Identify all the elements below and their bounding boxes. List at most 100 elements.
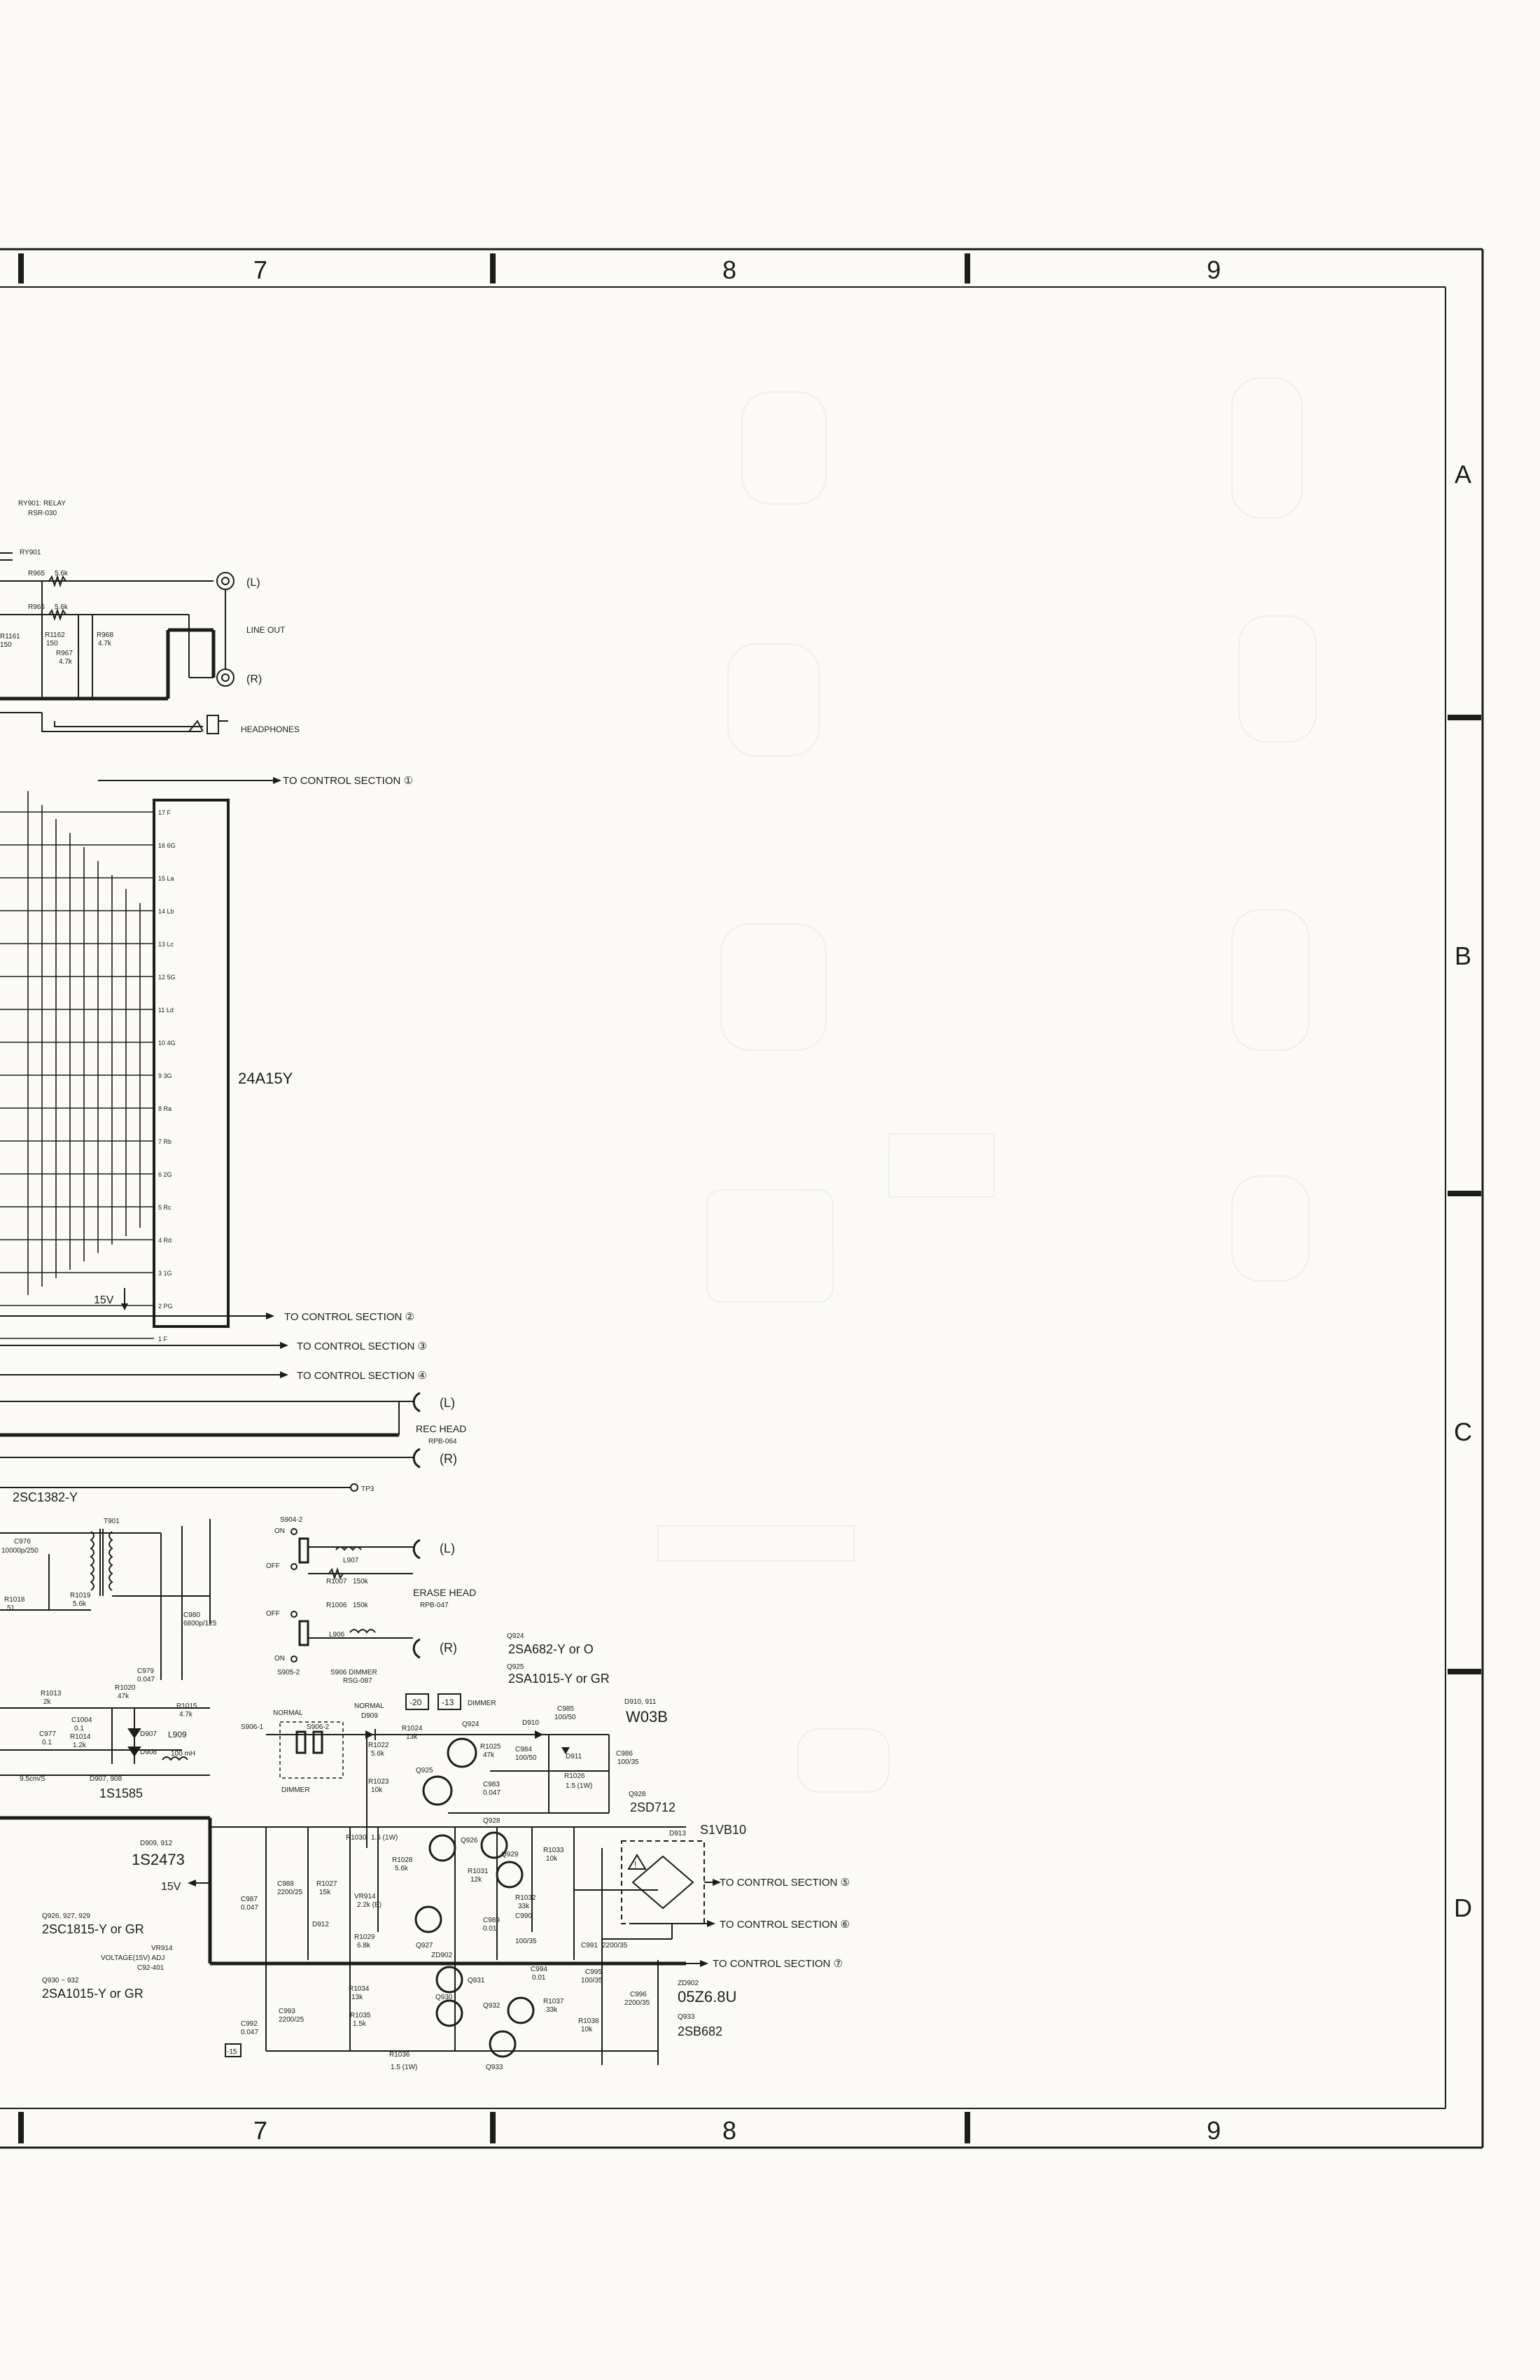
headphones-label: HEADPHONES <box>241 724 300 734</box>
r1030-label: R1030 <box>346 1834 367 1842</box>
q925-symbol <box>422 1775 453 1806</box>
c979-label: C979 <box>137 1667 154 1675</box>
dimmer-diode-label: D909 <box>361 1712 378 1720</box>
r1020-value: 47k <box>118 1693 130 1700</box>
column-label-9-bottom: 9 <box>1207 2116 1221 2145</box>
dimmer-box-label: DIMMER <box>281 1786 310 1794</box>
r1006-label: R1006 <box>326 1602 347 1609</box>
relay-ref: RY901 <box>20 549 41 556</box>
tape-speed-label: 9.5cm/S <box>20 1775 46 1783</box>
r1014-label: R1014 <box>70 1733 91 1741</box>
r965-value: 5.6k <box>55 570 69 578</box>
c991-value: 2200/35 <box>602 1942 628 1949</box>
c994-value: 0.01 <box>532 1974 546 1982</box>
column-labels: 7 8 9 7 8 9 <box>253 255 1221 2145</box>
r1034-label: R1034 <box>349 1985 370 1993</box>
r1038-label: R1038 <box>578 2017 599 2025</box>
reverse-page-ghost <box>657 377 1317 1793</box>
row-ticks <box>1448 715 1481 1674</box>
display-bus-wires <box>27 791 141 1295</box>
r1029-label: R1029 <box>354 1933 375 1941</box>
q928-symbol <box>480 1831 508 1859</box>
q933-symbol <box>489 2030 517 2058</box>
s905-on: ON <box>274 1655 285 1662</box>
q924-part: 2SA682-Y or O <box>508 1642 594 1656</box>
q927-symbol <box>414 1905 442 1933</box>
q926-part: 2SC1815-Y or GR <box>42 1922 144 1936</box>
bias-oscillator: TP3 2SC1382-Y T901 C976 10000p/250 R1018… <box>0 1483 374 1800</box>
s905-off: OFF <box>266 1610 280 1618</box>
control-outputs-5-7: TO CONTROL SECTION ⑤ TO CONTROL SECTION … <box>630 1877 850 1970</box>
d909-part: 1S2473 <box>132 1851 185 1868</box>
relay-title: RY901: RELAY <box>18 500 66 507</box>
row-label-a: A <box>1455 460 1471 489</box>
q931-tag: Q931 <box>468 1977 485 1984</box>
drawing-border: 7 8 9 7 8 9 A B C D <box>0 248 1484 2149</box>
r1019-label: R1019 <box>70 1592 91 1600</box>
c993-label: C993 <box>279 2008 295 2015</box>
d910-ref: D910, 911 <box>624 1698 657 1706</box>
regulator-supply: 15V <box>161 1881 181 1893</box>
r1018-label: R1018 <box>4 1596 25 1604</box>
c992-value: 0.047 <box>241 2029 258 2036</box>
control-output-2-label: TO CONTROL SECTION ② <box>284 1311 414 1323</box>
column-label-7-bottom: 7 <box>253 2116 267 2145</box>
osc-diodes-part: 1S1585 <box>99 1786 143 1800</box>
c980-value: 6800p/125 <box>183 1620 217 1628</box>
r1033-label: R1033 <box>543 1847 564 1854</box>
rec-head-part: RPB-064 <box>428 1438 457 1446</box>
r1022-label: R1022 <box>368 1742 389 1749</box>
r1162-label: R1162 <box>45 631 65 639</box>
display-tube-body <box>153 799 230 1328</box>
r1030-value: 1.5 (1W) <box>371 1834 398 1842</box>
q930-tag: Q930 <box>435 1994 453 2001</box>
r1033-value: 10k <box>546 1855 558 1863</box>
r1013-value: 2k <box>43 1698 52 1706</box>
c976-label: C976 <box>14 1538 31 1546</box>
osc-diodes-refs: D907, 908 <box>90 1775 122 1783</box>
zd902-ref: ZD902 <box>678 1980 699 1987</box>
r1038-value: 10k <box>581 2026 593 2033</box>
column-label-9: 9 <box>1207 255 1221 284</box>
dimmer-normal-a: NORMAL <box>273 1709 303 1717</box>
d911-tag: D911 <box>566 1753 582 1760</box>
r1027-label: R1027 <box>316 1880 337 1888</box>
r1028-value: 5.6k <box>395 1865 409 1872</box>
column-label-7: 7 <box>253 255 267 284</box>
r1024-value: 13k <box>406 1733 418 1741</box>
display-pin-15: 15 La <box>158 875 174 882</box>
c988-value: 2200/25 <box>277 1889 303 1896</box>
q926-symbol <box>428 1834 456 1862</box>
r966-value: 5.6k <box>55 603 69 611</box>
display-pin-5: 5 Rc <box>158 1204 172 1211</box>
c989-value: 0.01 <box>483 1925 497 1933</box>
r1032-value: 33k <box>518 1903 530 1910</box>
column-label-8: 8 <box>722 255 736 284</box>
bridge-warning-mark: ! <box>634 1860 636 1870</box>
c986-value: 100/35 <box>617 1758 639 1766</box>
c977-value: 0.1 <box>42 1739 52 1746</box>
r1026-value: 1.5 (1W) <box>566 1782 592 1790</box>
r965-label: R965 <box>28 570 45 578</box>
display-pin-12: 12 5G <box>158 974 176 981</box>
c992-label: C992 <box>241 2020 258 2028</box>
r1161-value: 150 <box>0 641 12 649</box>
r1037-label: R1037 <box>543 1998 564 2005</box>
l909-label: L909 <box>168 1730 187 1740</box>
display-pin-9: 9 3G <box>158 1072 172 1079</box>
r1029-value: 6.8k <box>357 1942 371 1949</box>
r1027-value: 15k <box>319 1889 331 1896</box>
control-outputs-2-4: TO CONTROL SECTION ② TO CONTROL SECTION … <box>0 1311 427 1382</box>
erase-head-label: ERASE HEAD <box>413 1587 476 1598</box>
q929-tag: Q929 <box>501 1851 519 1858</box>
s906-dimmer-part: RSG-087 <box>343 1677 372 1685</box>
regulator-minus15: -15 <box>227 2048 237 2056</box>
display-pin-10: 10 4G <box>158 1040 176 1046</box>
c995-value: 100/35 <box>581 1977 603 1984</box>
bridge-rectifier-box <box>621 1840 705 1924</box>
r1020-label: R1020 <box>115 1684 136 1692</box>
d910-part: W03B <box>626 1708 668 1726</box>
q933-tag: Q933 <box>486 2064 503 2071</box>
c977-label: C977 <box>39 1730 56 1738</box>
